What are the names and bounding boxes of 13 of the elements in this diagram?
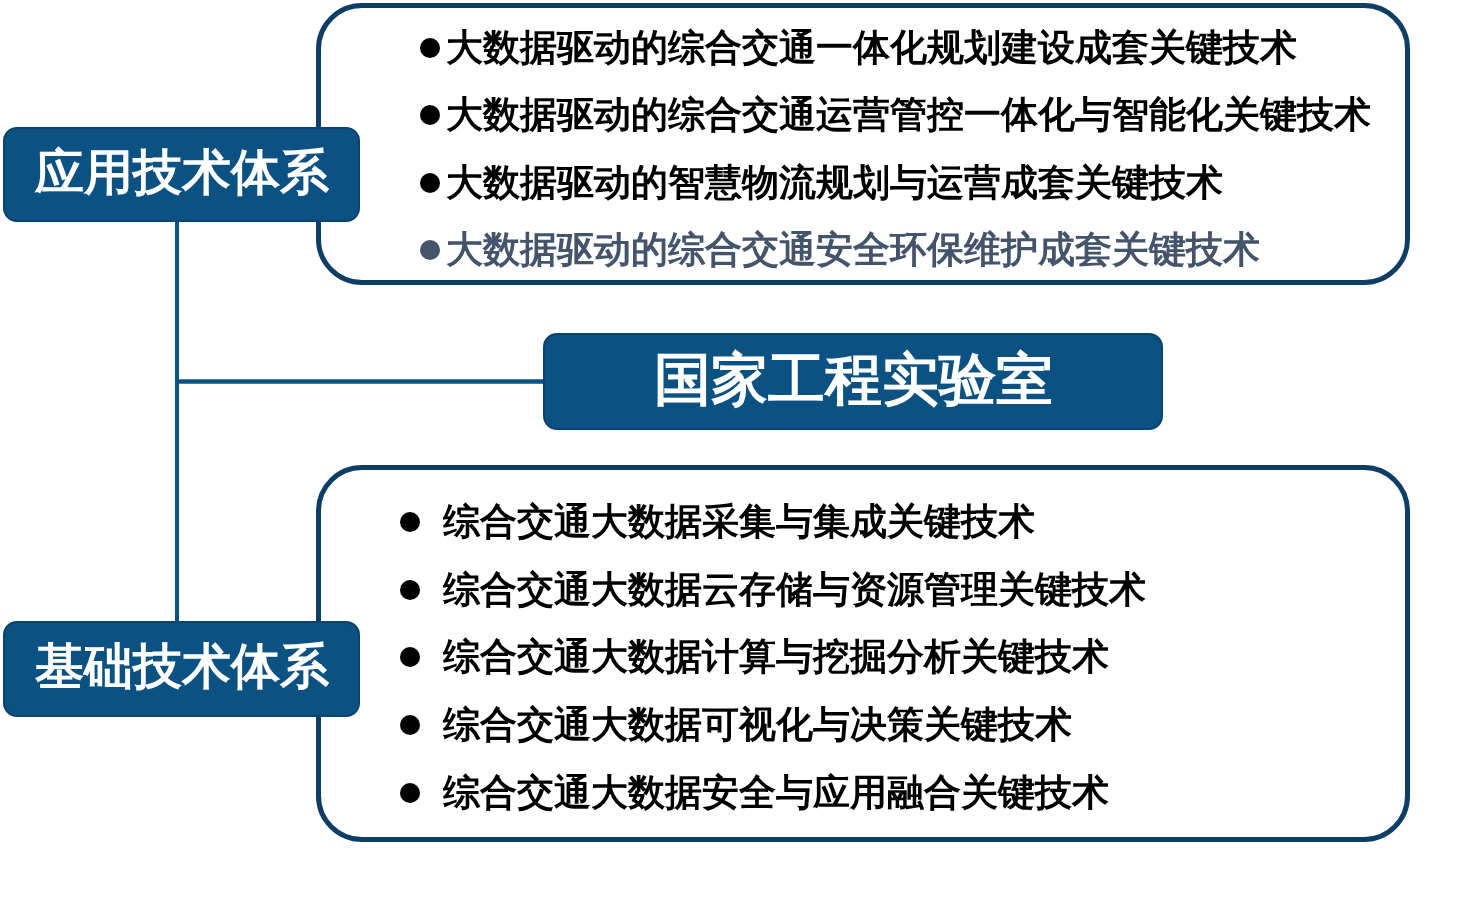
category-tag: 基础技术体系 bbox=[3, 621, 360, 717]
list-item-text: 大数据驱动的智慧物流规划与运营成套关键技术 bbox=[446, 160, 1223, 205]
central-title-box: 国家工程实验室 bbox=[543, 333, 1163, 430]
list-item-text: 综合交通大数据安全与应用融合关键技术 bbox=[443, 770, 1109, 816]
list-item-text: 大数据驱动的综合交通一体化规划建设成套关键技术 bbox=[446, 25, 1297, 70]
category-tag: 应用技术体系 bbox=[3, 127, 360, 222]
list-item-text: 综合交通大数据采集与集成关键技术 bbox=[443, 499, 1035, 545]
list-item-text: 大数据驱动的综合交通运营管控一体化与智能化关键技术 bbox=[446, 93, 1371, 138]
list-item-text: 综合交通大数据可视化与决策关键技术 bbox=[443, 703, 1072, 748]
list-item-text: 综合交通大数据云存储与资源管理关键技术 bbox=[443, 567, 1146, 612]
list-item-text: 综合交通大数据计算与挖掘分析关键技术 bbox=[443, 635, 1109, 680]
list-item-text: 大数据驱动的综合交通安全环保维护成套关键技术 bbox=[446, 228, 1260, 273]
connector-line bbox=[175, 379, 543, 621]
